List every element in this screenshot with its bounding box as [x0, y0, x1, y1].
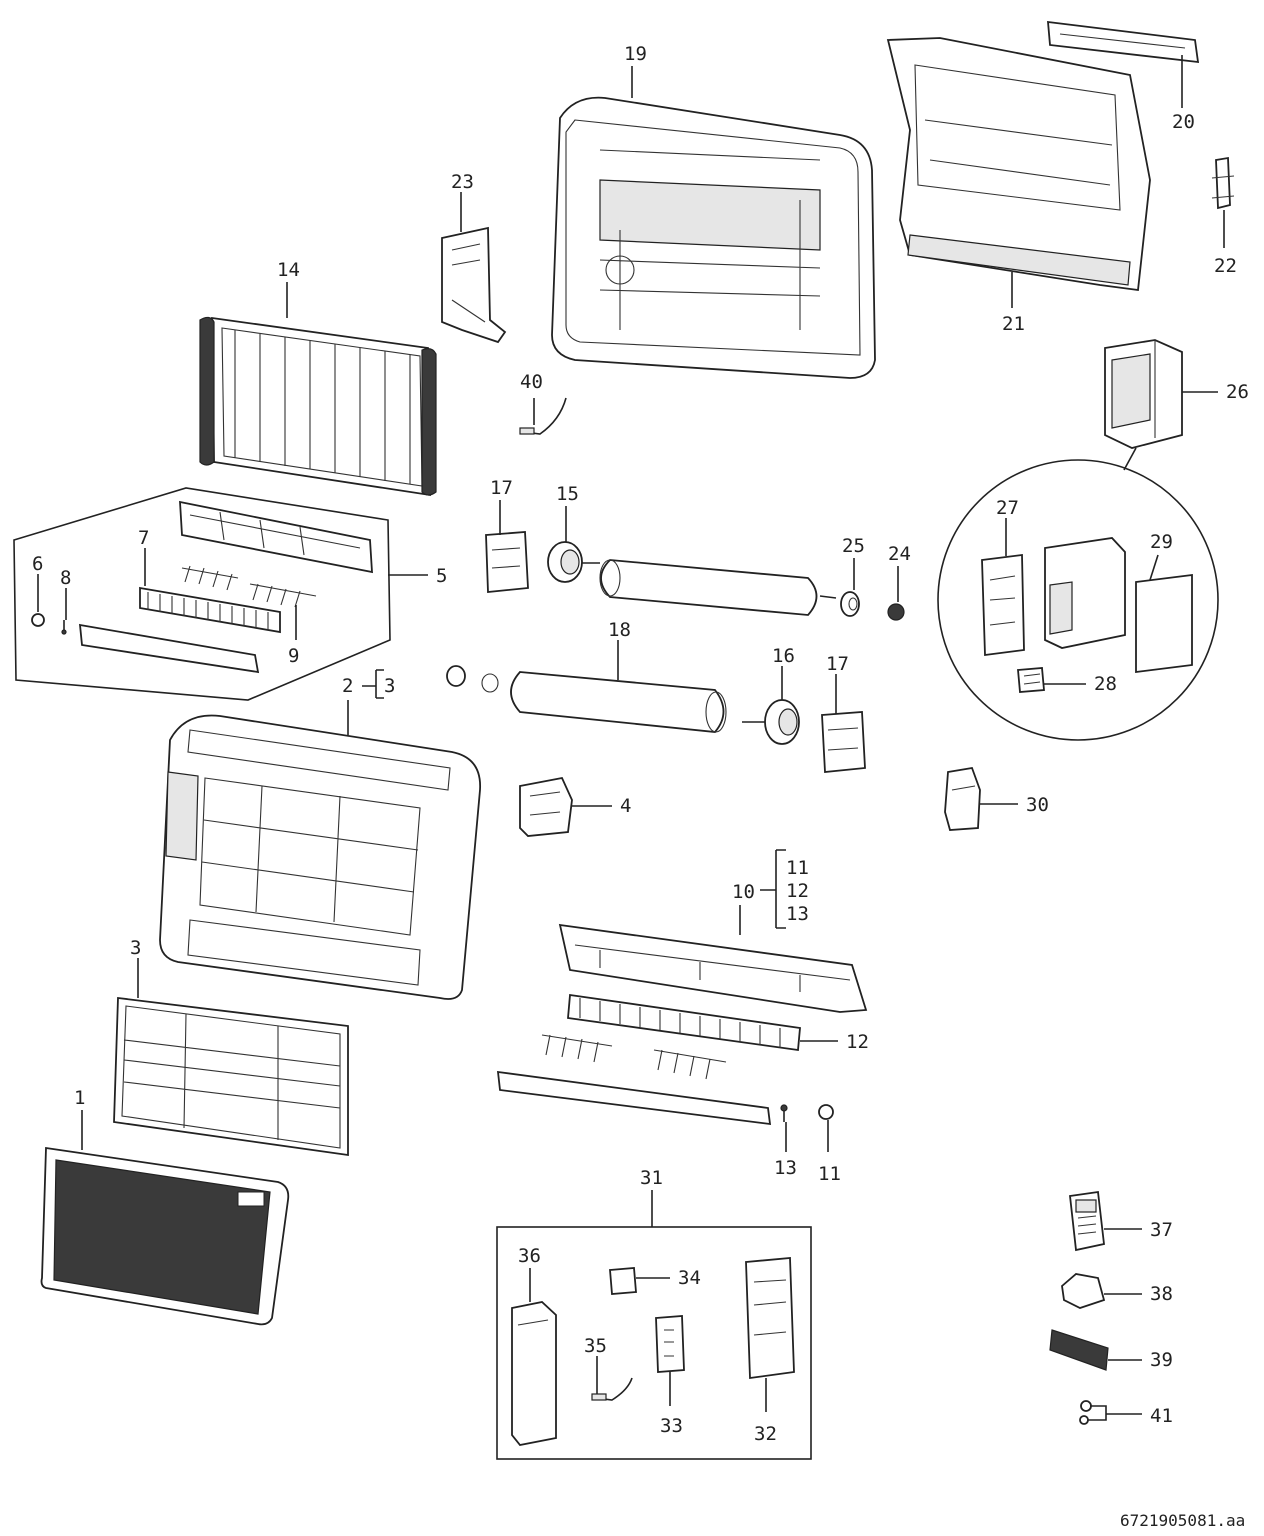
label-3: 3	[130, 937, 141, 959]
label-33: 33	[660, 1415, 683, 1437]
label-2-ref-3: 3	[384, 675, 395, 697]
label-13: 13	[774, 1157, 797, 1179]
label-17b: 17	[826, 653, 849, 675]
label-25: 25	[842, 535, 865, 557]
label-35: 35	[584, 1335, 607, 1357]
label-15: 15	[556, 483, 579, 505]
part-38-remote-holder	[1061, 1273, 1106, 1309]
part-39-filter-strip	[1049, 1329, 1109, 1371]
label-26: 26	[1226, 381, 1249, 403]
part-19-chassis	[551, 96, 876, 379]
label-9: 9	[288, 645, 299, 667]
label-38: 38	[1150, 1283, 1173, 1305]
part-22-bracket	[1211, 156, 1235, 210]
label-34: 34	[678, 1267, 701, 1289]
label-27: 27	[996, 497, 1019, 519]
label-6: 6	[32, 553, 43, 575]
label-10: 10	[732, 881, 755, 903]
label-30: 30	[1026, 794, 1049, 816]
part-20-top-strip	[1047, 20, 1200, 64]
label-36: 36	[518, 1245, 541, 1267]
label-41: 41	[1150, 1405, 1173, 1427]
part-23-side-bracket	[441, 226, 507, 344]
part-15-fan-motor-upper	[547, 541, 600, 583]
part-blower-upper	[599, 559, 837, 616]
label-19: 19	[624, 43, 647, 65]
label-31: 31	[640, 1167, 663, 1189]
label-22: 22	[1214, 255, 1237, 277]
label-24: 24	[888, 543, 911, 565]
label-39: 39	[1150, 1349, 1173, 1371]
part-30-module	[944, 766, 981, 831]
part-26-control-box	[1104, 339, 1183, 449]
part-14-heat-exchanger	[199, 316, 437, 497]
part-5-louver-assembly	[13, 487, 391, 701]
label-28: 28	[1094, 673, 1117, 695]
part-40-sensor	[519, 397, 567, 435]
label-20: 20	[1172, 111, 1195, 133]
label-10-12: 12	[786, 880, 809, 902]
part-18-blower-lower	[446, 665, 727, 733]
label-5: 5	[436, 565, 447, 587]
part-1-front-panel	[40, 1146, 290, 1326]
part-37-remote-control	[1069, 1190, 1105, 1252]
label-10-11: 11	[786, 857, 809, 879]
drawing-id: 6721905081.aa	[1120, 1511, 1245, 1530]
part-25-bearing	[840, 591, 860, 617]
label-2: 2	[342, 675, 353, 697]
label-37: 37	[1150, 1219, 1173, 1241]
label-1: 1	[74, 1087, 85, 1109]
label-14: 14	[277, 259, 300, 281]
label-10-13: 13	[786, 903, 809, 925]
part-louver-clips	[541, 1034, 727, 1080]
label-12: 12	[846, 1031, 869, 1053]
part-3-filter	[113, 996, 349, 1157]
part-16-fan-motor-lower	[742, 699, 800, 745]
label-11: 11	[818, 1163, 841, 1185]
part-4-bracket	[519, 776, 573, 837]
part-41-screws	[1079, 1400, 1142, 1425]
label-21: 21	[1002, 313, 1025, 335]
label-17a: 17	[490, 477, 513, 499]
label-40: 40	[520, 371, 543, 393]
label-32: 32	[754, 1423, 777, 1445]
part-11-cap	[818, 1104, 834, 1120]
part-17-motor-bracket-lower	[821, 711, 866, 773]
label-23: 23	[451, 171, 474, 193]
label-8: 8	[60, 567, 71, 589]
label-16: 16	[772, 645, 795, 667]
part-10-drain-pan	[558, 923, 868, 1013]
label-7: 7	[138, 527, 149, 549]
detail-circle-control-box	[937, 459, 1219, 741]
part-bottom-vane	[496, 1070, 772, 1126]
label-29: 29	[1150, 531, 1173, 553]
part-24-bushing	[887, 603, 905, 621]
label-4: 4	[620, 795, 631, 817]
part-12-louver	[567, 993, 801, 1052]
label-18: 18	[608, 619, 631, 641]
part-2-front-frame	[159, 714, 481, 1000]
part-17-motor-bracket-upper	[485, 531, 529, 593]
part-21-rear-frame	[886, 37, 1151, 292]
part-13-pin	[780, 1104, 788, 1122]
part-31-wired-controller-kit	[496, 1226, 812, 1460]
